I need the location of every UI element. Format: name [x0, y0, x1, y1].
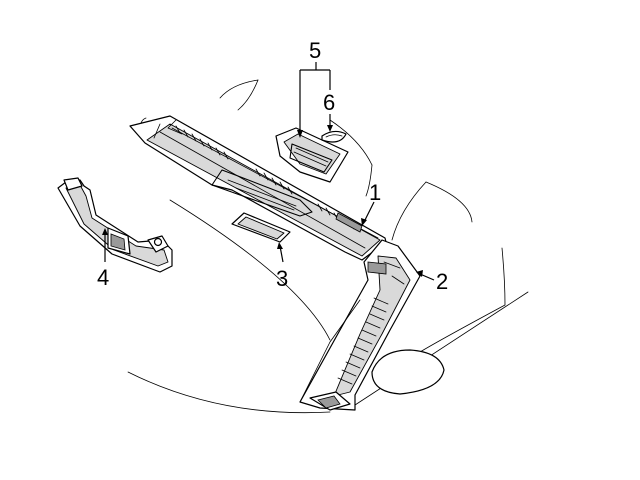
- callout-1: 1: [369, 180, 381, 205]
- callout-5: 5: [309, 38, 321, 63]
- rearview-mirror-outline: [371, 349, 445, 395]
- callout-3: 3: [276, 266, 288, 291]
- callout-labels: 1 2 3 4 5 6: [97, 38, 448, 294]
- callout-6: 6: [323, 90, 335, 115]
- sun-visor: [57, 177, 173, 273]
- callout-4: 4: [97, 265, 109, 290]
- header-trim-panel: [129, 115, 387, 261]
- console-lens: [321, 130, 347, 143]
- overhead-console: [275, 127, 349, 183]
- dome-lamp-lens: [231, 212, 291, 243]
- windshield-pillar-trim: [299, 239, 421, 411]
- callout-2: 2: [436, 269, 448, 294]
- header-ribs: [175, 125, 355, 230]
- leader-lines: [102, 62, 435, 281]
- pillar-ribs: [337, 297, 389, 385]
